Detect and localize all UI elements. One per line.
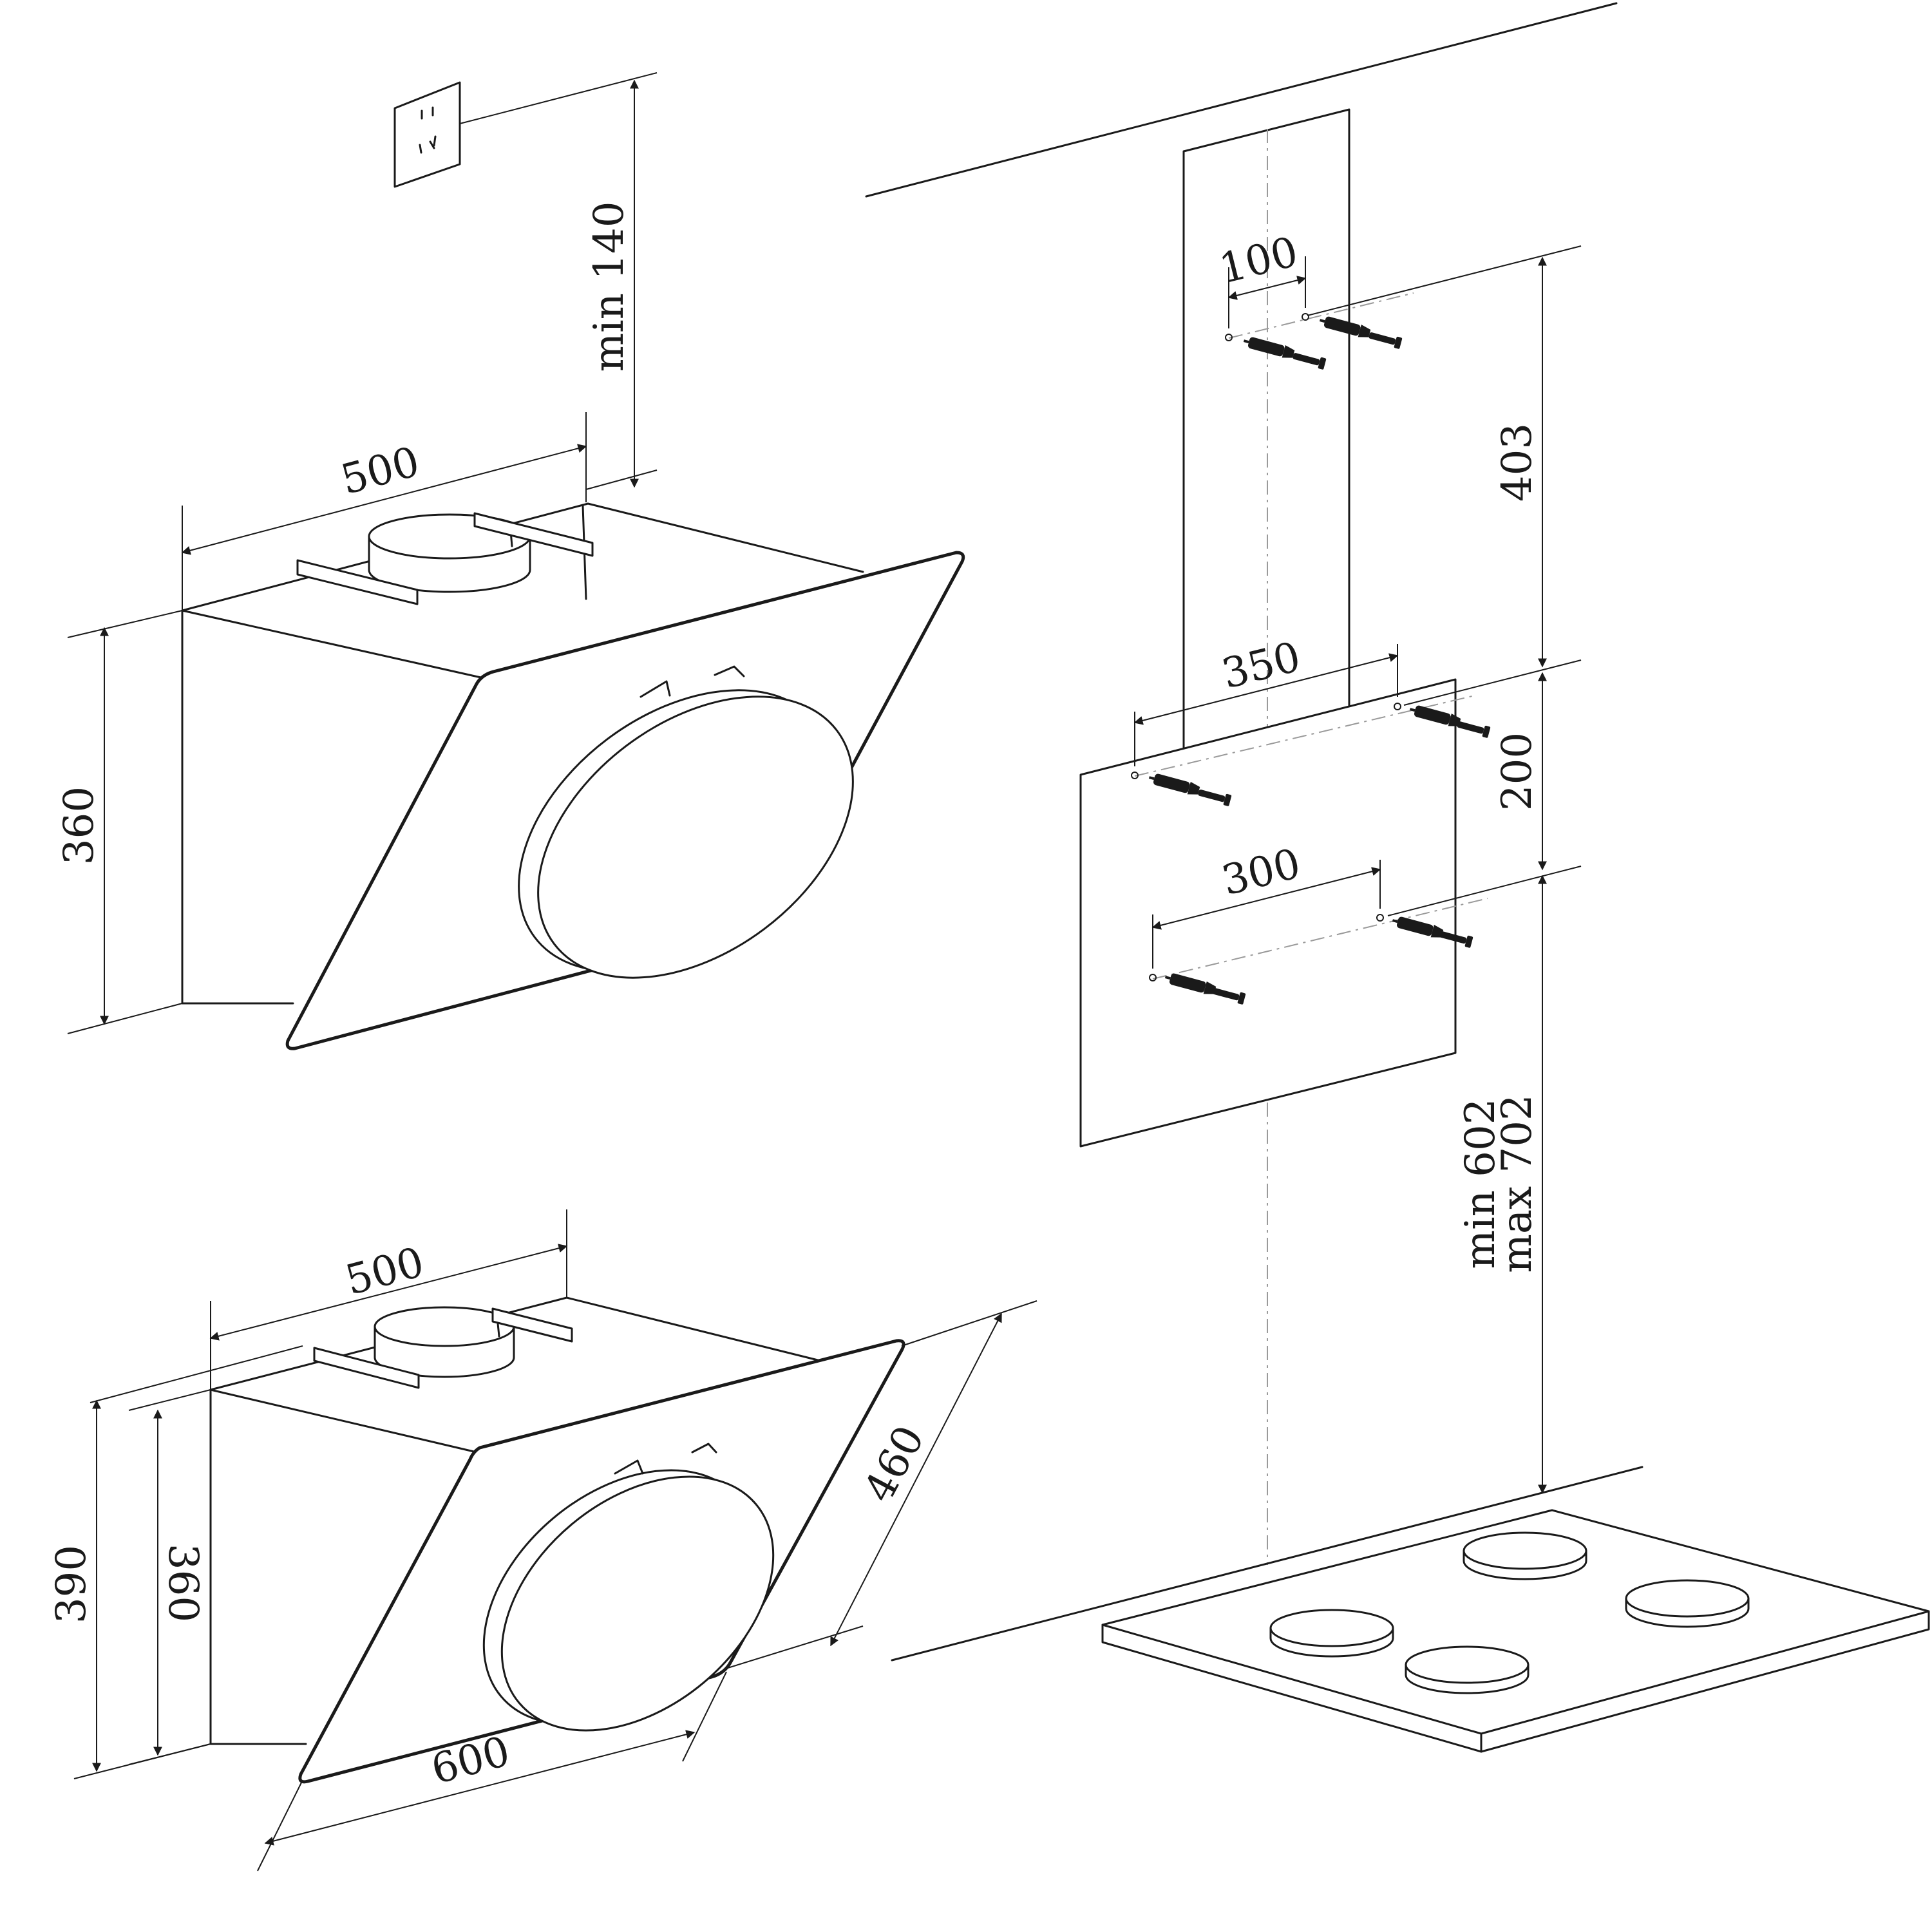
dimension-glass-width: 600 bbox=[257, 1671, 727, 1871]
label-390: 390 bbox=[48, 1545, 95, 1624]
worktop-line bbox=[891, 1466, 1643, 1662]
cooking-zone bbox=[1625, 1579, 1750, 1628]
cooking-zone bbox=[1269, 1609, 1394, 1658]
hob bbox=[1101, 1509, 1930, 1753]
label-min-602: min 602 bbox=[1457, 1099, 1504, 1269]
dimension-vertical-chain: 403 200 min 602 max 702 bbox=[1307, 245, 1582, 1494]
dimension-top-height: 360 bbox=[55, 610, 183, 1034]
dimension-bottom-total-height: 390 bbox=[48, 1345, 303, 1779]
dimension-socket-clearance: min 140 bbox=[459, 72, 658, 490]
cooker-hood-top bbox=[181, 502, 965, 1050]
label-403: 403 bbox=[1493, 423, 1541, 502]
label-100: 100 bbox=[1215, 228, 1302, 293]
power-socket bbox=[393, 81, 461, 188]
wall-ceiling-line bbox=[865, 2, 1618, 198]
dimension-bottom-body-height: 360 bbox=[128, 1389, 211, 1765]
label-max-702: max 702 bbox=[1493, 1094, 1541, 1273]
dimension-upper-spacing: 100 bbox=[1215, 228, 1307, 328]
label-500-bottom: 500 bbox=[341, 1238, 429, 1305]
fan-cover-bottom bbox=[500, 1475, 775, 1732]
label-460: 460 bbox=[855, 1418, 934, 1510]
label-500-top: 500 bbox=[336, 438, 424, 504]
label-360-top: 360 bbox=[55, 786, 103, 865]
upper-fixing-points bbox=[1225, 292, 1414, 370]
label-min-140: min 140 bbox=[585, 202, 633, 372]
label-350: 350 bbox=[1217, 633, 1305, 698]
cooking-zone bbox=[1463, 1531, 1587, 1580]
chimney-cover bbox=[1182, 108, 1350, 752]
cooking-zone bbox=[1405, 1645, 1530, 1694]
label-360-bottom: 360 bbox=[159, 1544, 207, 1622]
label-200: 200 bbox=[1493, 732, 1541, 811]
cooker-hood-bottom bbox=[209, 1296, 905, 1784]
fan-cover bbox=[537, 696, 854, 979]
